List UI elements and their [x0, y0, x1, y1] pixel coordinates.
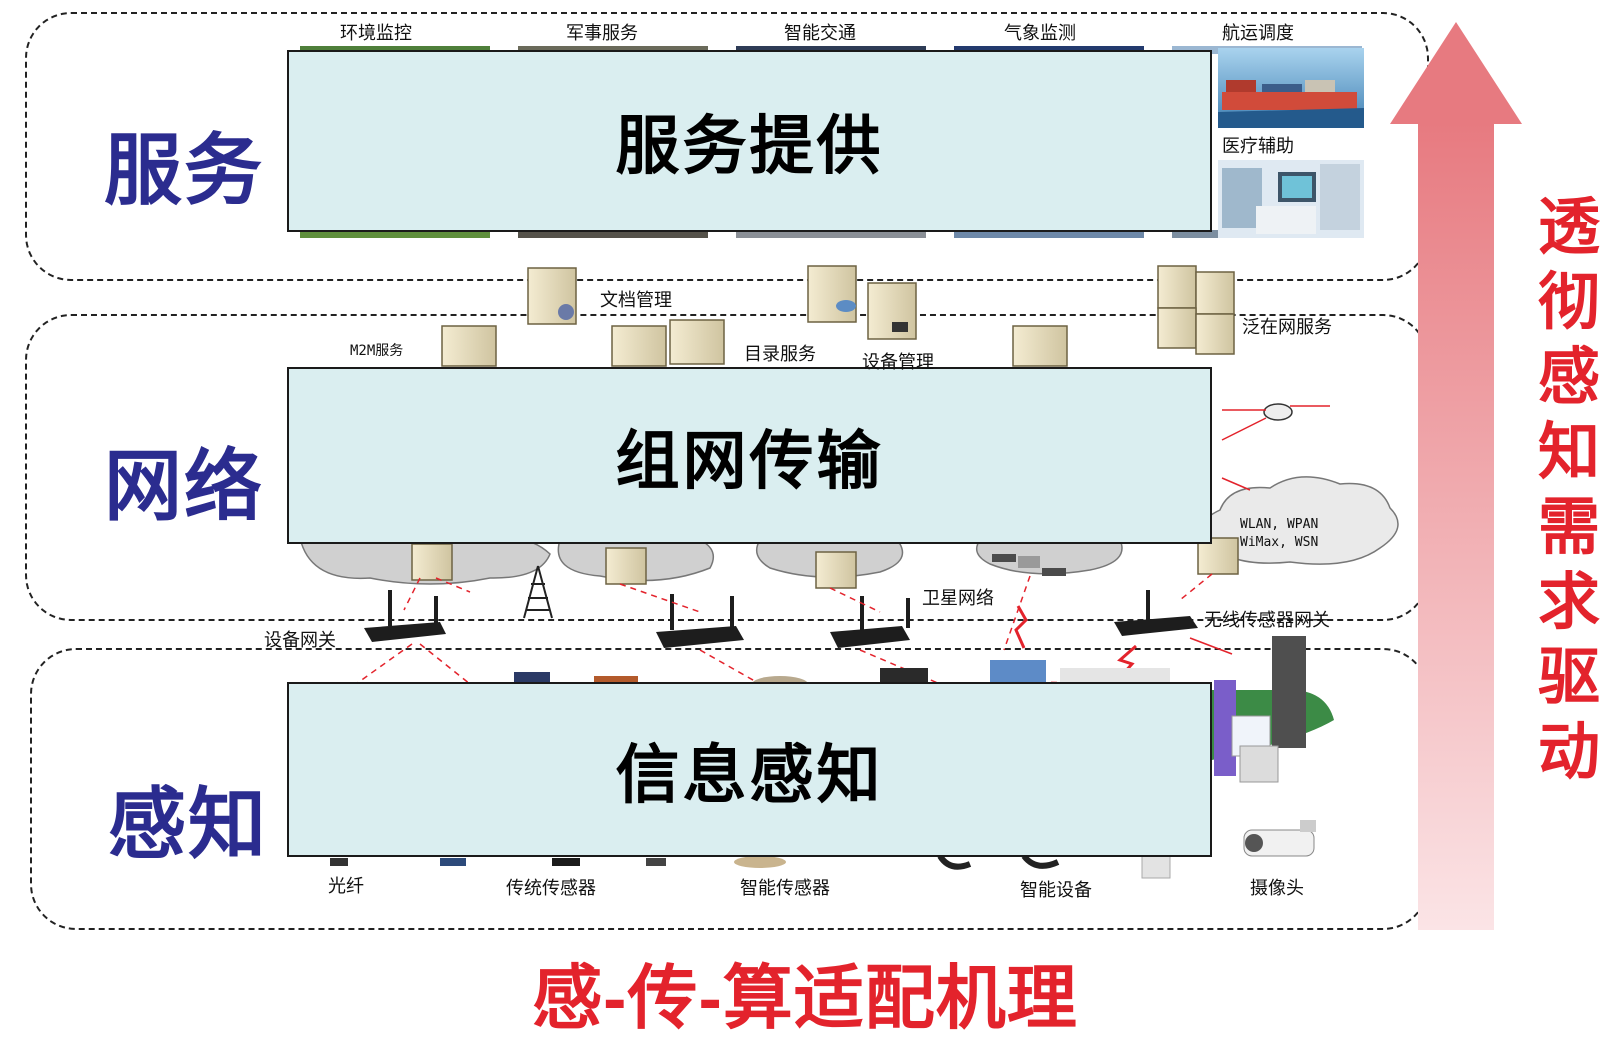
- app-label-environment: 环境监控: [340, 23, 412, 44]
- information-sensing-box: 信息感知: [287, 682, 1212, 857]
- network-layer-label: 网络: [104, 442, 265, 530]
- solid-connection-lines: [1189, 405, 1330, 655]
- wsn-gateway-label: 无线传感器网关: [1204, 610, 1330, 631]
- device-gateway-label: 设备网关: [264, 630, 336, 651]
- m2m-label: M2M服务: [350, 343, 404, 359]
- sensing-label-camera: 摄像头: [1250, 878, 1304, 899]
- sensing-label-fiber: 光纤: [328, 876, 364, 897]
- device-mgmt-label: 设备管理: [862, 352, 934, 373]
- app-label-traffic: 智能交通: [784, 23, 856, 44]
- side-vertical-text: 透彻感知需求驱动: [1537, 193, 1600, 787]
- upward-arrow: [1390, 22, 1522, 930]
- app-label-weather: 气象监测: [1004, 23, 1076, 44]
- satellite-icon: [992, 554, 1066, 576]
- doc-mgmt-label: 文档管理: [600, 290, 672, 311]
- app-label-military: 军事服务: [566, 23, 638, 44]
- connection-lines: [355, 573, 1213, 685]
- ubiquitous-service-label: 泛在网服务: [1242, 317, 1332, 338]
- cell-tower-icon: [523, 565, 553, 619]
- wireless-standards-label: WLAN, WPAN WiMax, WSN: [1240, 517, 1319, 550]
- server-icons-detail: [558, 300, 908, 332]
- network-transmission-box: 组网传输: [287, 367, 1212, 544]
- app-label-medical: 医疗辅助: [1222, 136, 1294, 157]
- sensing-label-smart-sensor: 智能传感器: [740, 878, 830, 899]
- cloud-servers: [411, 537, 1239, 589]
- information-sensing-title: 信息感知: [615, 738, 884, 811]
- bottom-title: 感-传-算适配机理: [532, 959, 1078, 1037]
- router-node-icon: [1263, 403, 1293, 421]
- app-label-shipping: 航运调度: [1222, 23, 1294, 44]
- sensing-layer-label: 感知: [108, 780, 269, 868]
- satellite-network-label: 卫星网络: [922, 588, 994, 609]
- directory-label: 目录服务: [744, 344, 816, 365]
- service-provision-box: 服务提供: [287, 50, 1212, 232]
- network-transmission-title: 组网传输: [615, 424, 884, 497]
- gateway-routers: [364, 590, 1198, 648]
- service-provision-title: 服务提供: [615, 110, 884, 182]
- service-layer-label: 服务: [104, 126, 265, 214]
- sensing-label-traditional: 传统传感器: [506, 878, 596, 899]
- sensing-label-smart-device: 智能设备: [1020, 880, 1092, 901]
